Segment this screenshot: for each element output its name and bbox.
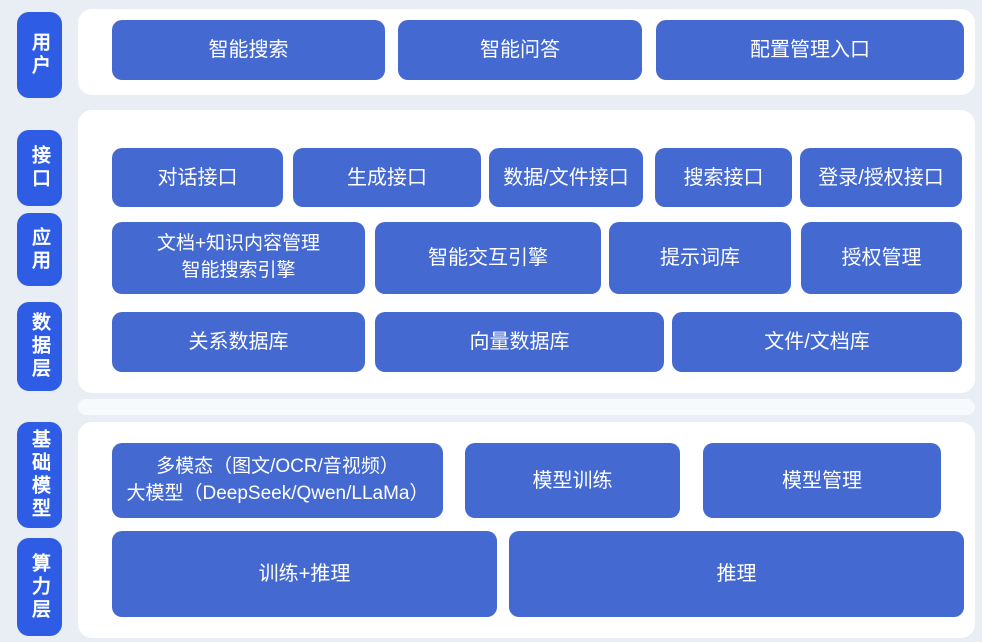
box-smart-qa: 智能问答 — [398, 20, 642, 80]
box-label: 对话接口 — [157, 166, 238, 189]
box-dialog-api: 对话接口 — [112, 148, 283, 207]
box-label: 推理 — [716, 563, 757, 585]
box-prompt-library: 提示词库 — [609, 222, 791, 294]
layer-badge-application: 应用 — [17, 213, 62, 286]
layer-badge-label: 基础模型 — [29, 429, 50, 521]
box-label: 智能问答 — [480, 39, 560, 61]
layer-badge-label: 应用 — [29, 226, 50, 273]
box-training-inference: 训练+推理 — [112, 531, 497, 617]
box-model-management: 模型管理 — [703, 443, 941, 518]
box-search-api: 搜索接口 — [655, 148, 792, 207]
box-label: 生成接口 — [347, 166, 427, 189]
layer-badge-foundation-model: 基础模型 — [17, 422, 62, 528]
box-auth-management: 授权管理 — [801, 222, 962, 294]
layer-badge-compute-layer: 算力层 — [17, 538, 62, 636]
box-label-line2: 大模型（DeepSeek/Qwen/LLaMa） — [126, 482, 429, 504]
layer-badge-interface: 接口 — [17, 130, 62, 206]
box-label-line1: 文档+知识内容管理 — [156, 233, 321, 255]
box-label: 训练+推理 — [258, 563, 351, 585]
section-gap-strip — [78, 399, 975, 415]
box-multimodal-llm: 多模态（图文/OCR/音视频） 大模型（DeepSeek/Qwen/LLaMa） — [112, 443, 443, 518]
layer-badge-label: 用户 — [29, 32, 50, 78]
box-label-line1: 多模态（图文/OCR/音视频） — [156, 455, 399, 477]
box-interactive-engine: 智能交互引擎 — [375, 222, 601, 294]
layer-badge-user: 用户 — [17, 12, 62, 98]
box-login-auth-api: 登录/授权接口 — [800, 148, 962, 207]
box-label: 文件/文档库 — [764, 331, 870, 353]
box-label: 配置管理入口 — [750, 39, 870, 61]
box-data-file-api: 数据/文件接口 — [489, 148, 643, 207]
box-label: 关系数据库 — [188, 331, 289, 353]
box-config-management-entry: 配置管理入口 — [656, 20, 964, 80]
box-file-doc-store: 文件/文档库 — [672, 312, 962, 372]
box-label: 模型训练 — [532, 469, 613, 492]
box-label: 提示词库 — [660, 247, 740, 269]
box-smart-search: 智能搜索 — [112, 20, 385, 80]
layer-badge-label: 算力层 — [29, 552, 50, 622]
box-model-training: 模型训练 — [465, 443, 680, 518]
layer-badge-label: 数据层 — [29, 312, 50, 381]
box-doc-knowledge-management: 文档+知识内容管理 智能搜索引擎 — [112, 222, 365, 294]
box-relational-db: 关系数据库 — [112, 312, 365, 372]
box-label: 智能搜索 — [208, 39, 289, 61]
box-label: 登录/授权接口 — [818, 166, 944, 189]
box-label: 数据/文件接口 — [503, 166, 629, 189]
box-label: 智能交互引擎 — [428, 247, 548, 269]
box-label: 模型管理 — [782, 469, 862, 492]
layer-badge-data-layer: 数据层 — [17, 302, 62, 391]
box-label: 授权管理 — [841, 247, 922, 269]
box-vector-db: 向量数据库 — [375, 312, 664, 372]
box-generation-api: 生成接口 — [293, 148, 481, 207]
box-label: 搜索接口 — [683, 166, 764, 189]
box-label-line2: 智能搜索引擎 — [181, 260, 296, 281]
box-label: 向量数据库 — [469, 331, 570, 353]
box-inference: 推理 — [509, 531, 964, 617]
layer-badge-label: 接口 — [29, 145, 50, 191]
